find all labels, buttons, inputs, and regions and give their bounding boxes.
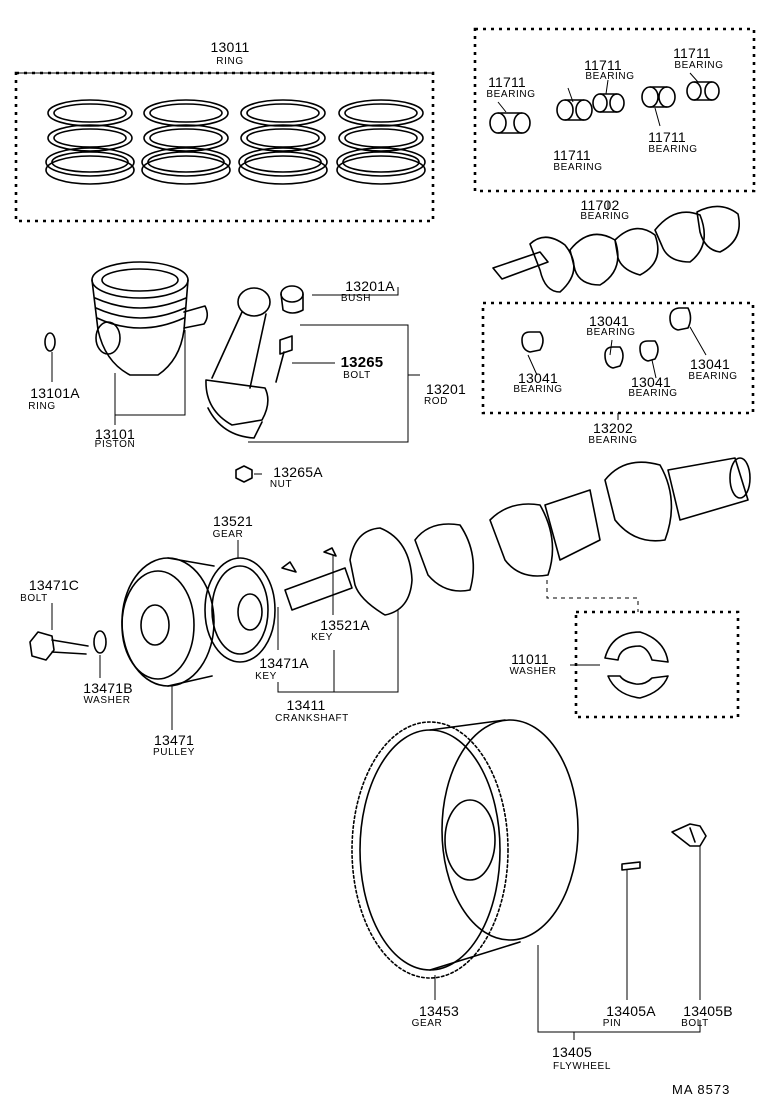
- part-number: 13201: [426, 381, 466, 397]
- part-number: 11711: [488, 74, 526, 90]
- part-name: PISTON: [94, 439, 136, 450]
- part-name: BOLT: [343, 370, 371, 381]
- part-number: 11711: [673, 45, 711, 61]
- part-number: 13041: [518, 370, 558, 386]
- main-bearing-box: [473, 27, 756, 193]
- part-name: BEARING: [513, 384, 563, 395]
- part-number: 13405: [552, 1044, 592, 1060]
- part-name: BEARING: [648, 144, 698, 155]
- part-name: GEAR: [212, 529, 244, 540]
- part-name: BEARING: [586, 327, 636, 338]
- part-number: 13041: [690, 356, 730, 372]
- part-name: BEARING: [674, 60, 724, 71]
- part-number: 13471: [154, 732, 194, 748]
- rod-bearing-shells: [521, 307, 692, 369]
- thrust-washer-link: [546, 580, 639, 612]
- part-number: 13265A: [273, 464, 323, 480]
- main-bearing-shells: [489, 81, 720, 134]
- part-number: 13041: [589, 313, 629, 329]
- part-name: WASHER: [509, 666, 557, 677]
- part-number: 13471C: [28, 577, 80, 593]
- piston-drawing: [44, 261, 209, 376]
- part-name: PULLEY: [153, 747, 195, 758]
- part-number: 13411: [286, 697, 326, 713]
- part-name: KEY: [255, 671, 277, 682]
- crankshaft-drawing: [281, 457, 751, 616]
- part-name: BEARING: [588, 435, 638, 446]
- figure-code: MA 8573: [672, 1082, 731, 1097]
- part-number: 13521A: [320, 617, 370, 633]
- part-number: 13201A: [345, 278, 395, 294]
- part-number: 13405B: [683, 1003, 733, 1019]
- thrust-washer-drawing: [604, 631, 669, 699]
- part-name: BEARING: [553, 162, 603, 173]
- part-name: CRANKSHAFT: [275, 713, 349, 724]
- part-number: 11702: [580, 197, 620, 213]
- part-name: PIN: [602, 1018, 622, 1029]
- connecting-rod-drawing: [205, 285, 304, 483]
- part-number: 13453: [419, 1003, 459, 1019]
- part-name: WASHER: [83, 695, 131, 706]
- part-name: BUSH: [340, 293, 372, 304]
- part-name: BEARING: [585, 71, 635, 82]
- part-number: 13471B: [83, 680, 133, 696]
- pulley-drawing: [29, 557, 215, 687]
- part-name: BOLT: [20, 593, 48, 604]
- part-name: BEARING: [688, 371, 738, 382]
- part-name: RING: [216, 56, 244, 67]
- leader-lines: [16, 72, 707, 1040]
- part-number: 13471A: [259, 655, 309, 671]
- part-number: 11711: [584, 57, 622, 73]
- part-name: BOLT: [681, 1018, 709, 1029]
- flywheel-drawing: [351, 719, 707, 979]
- part-name: ROD: [423, 396, 449, 407]
- piston-ring-stacks: [45, 99, 426, 185]
- part-number: 13101: [95, 426, 135, 442]
- part-name: FLYWHEEL: [553, 1061, 611, 1072]
- crank-gear-drawing: [204, 557, 276, 663]
- part-name: RING: [28, 401, 56, 412]
- part-number: 13041: [631, 374, 671, 390]
- part-name: BEARING: [628, 388, 678, 399]
- part-name: BEARING: [580, 211, 630, 222]
- part-number: 13521: [213, 513, 253, 529]
- part-number: 13011: [210, 39, 250, 55]
- part-name: NUT: [269, 479, 293, 490]
- part-number: 13405A: [606, 1003, 656, 1019]
- part-name: KEY: [311, 632, 333, 643]
- part-name: BEARING: [486, 89, 536, 100]
- part-number: 13202: [593, 420, 633, 436]
- part-number: 11711: [553, 147, 591, 163]
- part-number: 13101A: [30, 385, 80, 401]
- part-number: 13265: [340, 354, 384, 371]
- thrust-washer-box: [574, 610, 740, 719]
- part-number: 11011: [511, 651, 549, 667]
- part-number: 11711: [648, 129, 686, 145]
- crankshaft-upper-drawing: [492, 205, 740, 293]
- part-name: GEAR: [411, 1018, 443, 1029]
